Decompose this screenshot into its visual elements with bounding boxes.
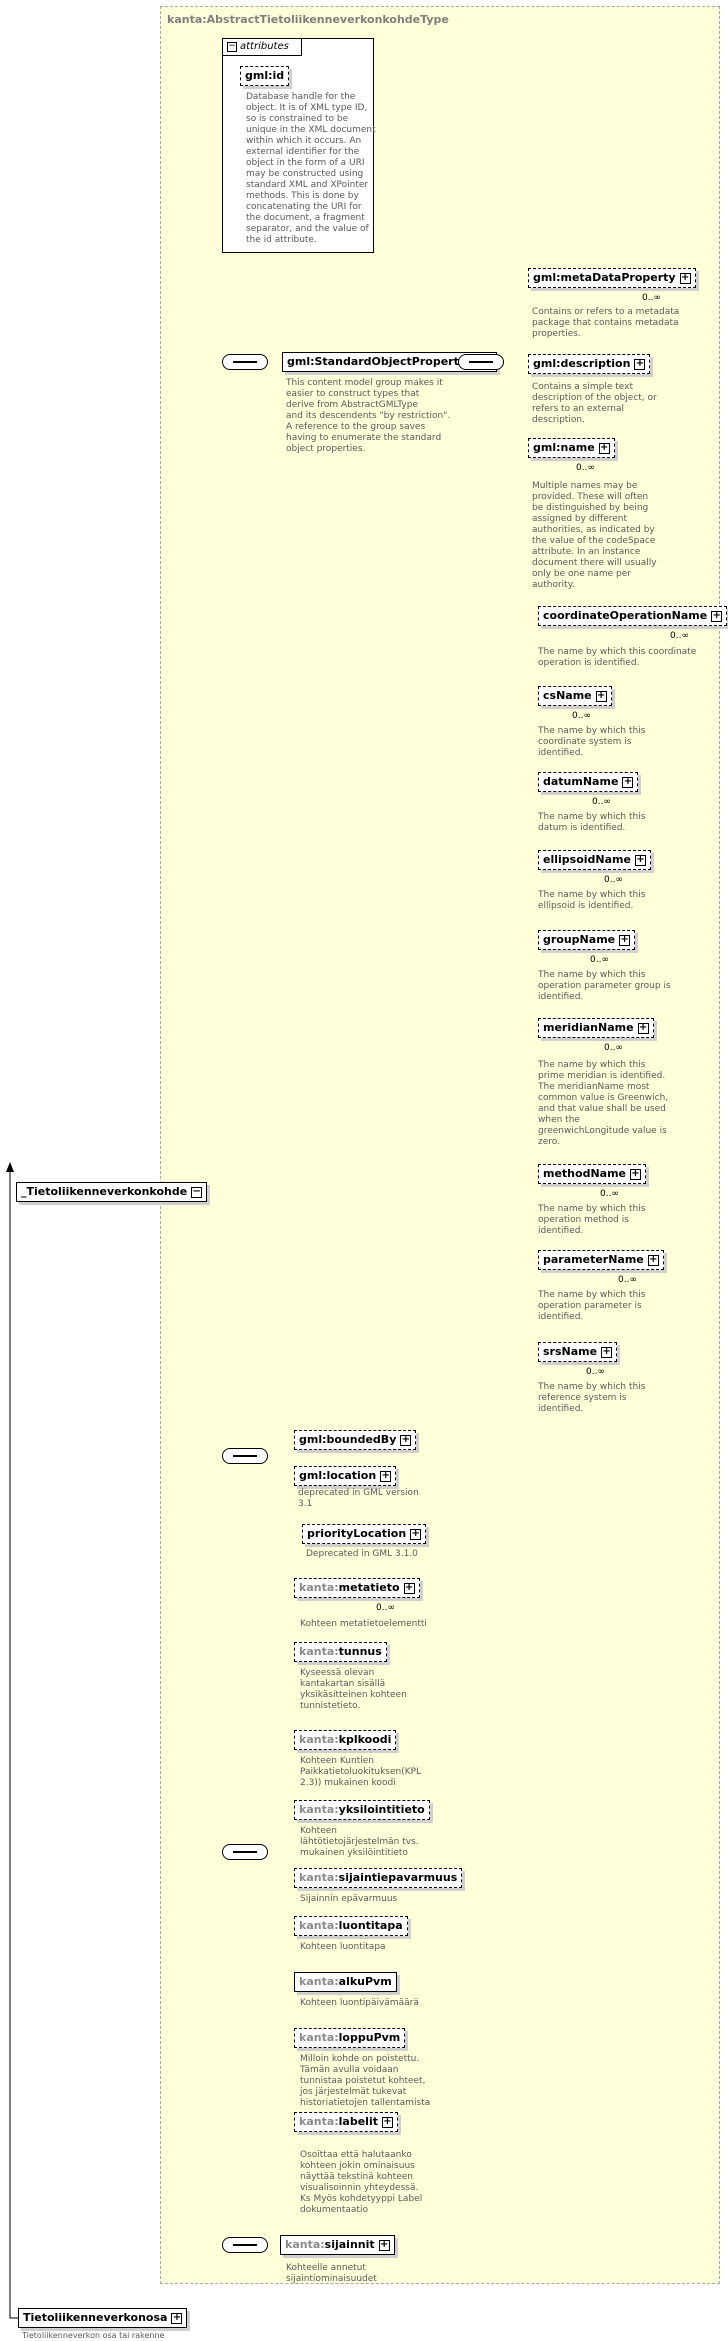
expand-icon[interactable]: + bbox=[630, 1167, 641, 1180]
cardinality: 0..∞ bbox=[376, 1603, 395, 1613]
expand-icon[interactable]: + bbox=[679, 271, 691, 284]
substitution-groupname[interactable]: groupName+ bbox=[538, 930, 636, 950]
cardinality: 0..∞ bbox=[590, 955, 609, 965]
cardinality: 0..∞ bbox=[618, 1275, 637, 1285]
element-doc: Kohteen Kuntien Paikkatietoluokituksen(K… bbox=[300, 1756, 422, 1788]
collapse-icon[interactable]: − bbox=[227, 41, 237, 52]
expand-icon[interactable]: + bbox=[711, 609, 723, 622]
type-title: kanta:AbstractTietoliikenneverkonkohdeTy… bbox=[167, 13, 449, 26]
type-frame: kanta:AbstractTietoliikenneverkonkohdeTy… bbox=[160, 6, 720, 2284]
root-element[interactable]: _Tietoliikenneverkonkohde− bbox=[16, 1182, 208, 1202]
element-doc: Kohteen lähtötietojärjestelmän tvs. muka… bbox=[300, 1826, 419, 1858]
element-kplkoodi[interactable]: kanta:kplkoodi bbox=[294, 1730, 397, 1750]
element-doc: Kohteen luontitapa bbox=[300, 1942, 386, 1952]
sequence-compositor bbox=[458, 354, 504, 370]
element-doc: Deprecated in GML 3.1.0 bbox=[306, 1549, 418, 1559]
element-tietoliikenneverkonosa[interactable]: Tietoliikenneverkonosa+ bbox=[18, 2308, 188, 2328]
element-doc: The name by which this prime meridian is… bbox=[538, 1060, 669, 1147]
cardinality: 0..∞ bbox=[600, 1189, 619, 1199]
attributes-label: attributes bbox=[240, 41, 289, 52]
element-boundedby[interactable]: gml:boundedBy+ bbox=[294, 1430, 417, 1450]
group-doc: This content model group makes it easier… bbox=[286, 378, 451, 454]
element-luontitapa[interactable]: kanta:luontitapa bbox=[294, 1916, 408, 1936]
substitution-meridianname[interactable]: meridianName+ bbox=[538, 1018, 654, 1038]
element-doc: The name by which this operation paramet… bbox=[538, 970, 671, 1002]
substitution-datumname[interactable]: datumName+ bbox=[538, 772, 639, 792]
cardinality: 0..∞ bbox=[604, 875, 623, 885]
element-name[interactable]: gml:name+ bbox=[528, 438, 615, 458]
element-doc: Tietoliikenneverkon osa tai rakenne bbox=[22, 2331, 165, 2340]
expand-icon[interactable]: + bbox=[381, 2115, 393, 2128]
element-location[interactable]: gml:location+ bbox=[294, 1466, 397, 1486]
expand-icon[interactable]: + bbox=[598, 441, 610, 454]
expand-icon[interactable]: + bbox=[380, 1469, 392, 1482]
element-sijaintiepavarmuus[interactable]: kanta:sijaintiepavarmuus bbox=[294, 1868, 463, 1888]
expand-icon[interactable]: + bbox=[595, 689, 607, 702]
expand-icon[interactable]: + bbox=[619, 933, 631, 946]
element-doc: Multiple names may be provided. These wi… bbox=[532, 481, 657, 590]
element-metadataproperty[interactable]: gml:metaDataProperty+ bbox=[528, 268, 696, 288]
attribute-doc: Database handle for the object. It is of… bbox=[246, 92, 376, 245]
expand-icon[interactable]: + bbox=[634, 357, 646, 370]
expand-icon[interactable]: + bbox=[400, 1433, 412, 1446]
substitution-csname[interactable]: csName+ bbox=[538, 686, 612, 706]
expand-icon[interactable]: + bbox=[622, 775, 634, 788]
expand-icon[interactable]: + bbox=[647, 1253, 659, 1266]
expand-icon[interactable]: + bbox=[601, 1345, 613, 1358]
element-doc: The name by which this operation paramet… bbox=[538, 1290, 646, 1322]
element-alkupvm[interactable]: kanta:alkuPvm bbox=[294, 1972, 397, 1992]
element-doc: Osoittaa että halutaanko kohteen jokin o… bbox=[300, 2150, 423, 2215]
expand-icon[interactable]: + bbox=[634, 853, 646, 866]
element-doc: Kohteen luontipäivämäärä bbox=[300, 1998, 419, 2008]
element-doc: Contains a simple text description of th… bbox=[532, 382, 657, 425]
expand-icon[interactable]: + bbox=[378, 2238, 390, 2251]
element-description[interactable]: gml:description+ bbox=[528, 354, 651, 374]
attributes-tab[interactable]: − attributes bbox=[222, 38, 302, 56]
element-doc: Kohteen metatietoelementti bbox=[300, 1619, 427, 1629]
expand-icon[interactable]: − bbox=[191, 1185, 203, 1198]
element-doc: The name by which this operation method … bbox=[538, 1204, 646, 1236]
cardinality: 0..∞ bbox=[670, 631, 689, 641]
expand-icon[interactable]: + bbox=[171, 2311, 183, 2324]
element-doc: The name by which this datum is identifi… bbox=[538, 812, 646, 833]
cardinality: 0..∞ bbox=[604, 1043, 623, 1053]
substitution-coordinateoperationname[interactable]: coordinateOperationName+ bbox=[538, 606, 728, 626]
sequence-compositor bbox=[222, 1448, 268, 1464]
cardinality: 0..∞ bbox=[586, 1367, 605, 1377]
element-doc: Kyseessä olevan kantakartan sisällä yksi… bbox=[300, 1668, 407, 1711]
element-doc: Contains or refers to a metadata package… bbox=[532, 307, 680, 339]
expand-icon[interactable]: + bbox=[403, 1581, 415, 1594]
substitution-prioritylocation[interactable]: priorityLocation+ bbox=[302, 1524, 427, 1544]
substitution-methodname[interactable]: methodName+ bbox=[538, 1164, 646, 1184]
element-labelit[interactable]: kanta:labelit+ bbox=[294, 2112, 398, 2132]
substitution-srsname[interactable]: srsName+ bbox=[538, 1342, 618, 1362]
cardinality: 0..∞ bbox=[592, 797, 611, 807]
element-doc: Kohteelle annetut sijaintiominaisuudet bbox=[286, 2263, 377, 2284]
substitution-ellipsoidname[interactable]: ellipsoidName+ bbox=[538, 850, 651, 870]
element-yksilointitieto[interactable]: kanta:yksilointitieto bbox=[294, 1800, 430, 1820]
element-loppupvm[interactable]: kanta:loppuPvm bbox=[294, 2028, 406, 2048]
cardinality: 0..∞ bbox=[572, 711, 591, 721]
element-doc: The name by which this ellipsoid is iden… bbox=[538, 890, 646, 911]
attribute-gml-id[interactable]: gml:id bbox=[240, 66, 290, 86]
sequence-compositor bbox=[222, 354, 268, 370]
element-doc: Milloin kohde on poistettu. Tämän avulla… bbox=[300, 2054, 431, 2108]
element-doc: The name by which this coordinate operat… bbox=[538, 647, 697, 668]
cardinality: 0..∞ bbox=[642, 293, 661, 303]
expand-icon[interactable]: + bbox=[410, 1527, 422, 1540]
element-tunnus[interactable]: kanta:tunnus bbox=[294, 1642, 387, 1662]
expand-icon[interactable]: + bbox=[637, 1021, 649, 1034]
cardinality: 0..∞ bbox=[576, 463, 595, 473]
element-doc: Sijainnin epävarmuus bbox=[300, 1894, 398, 1904]
substitution-parametername[interactable]: parameterName+ bbox=[538, 1250, 664, 1270]
element-metatieto[interactable]: kanta:metatieto+ bbox=[294, 1578, 420, 1598]
element-doc: deprecated in GML version 3.1 bbox=[298, 1488, 419, 1509]
element-doc: The name by which this reference system … bbox=[538, 1382, 646, 1414]
sequence-compositor bbox=[222, 2237, 268, 2253]
element-doc: The name by which this coordinate system… bbox=[538, 726, 646, 758]
sequence-compositor bbox=[222, 1844, 268, 1860]
element-sijainnit[interactable]: kanta:sijainnit+ bbox=[280, 2235, 395, 2255]
